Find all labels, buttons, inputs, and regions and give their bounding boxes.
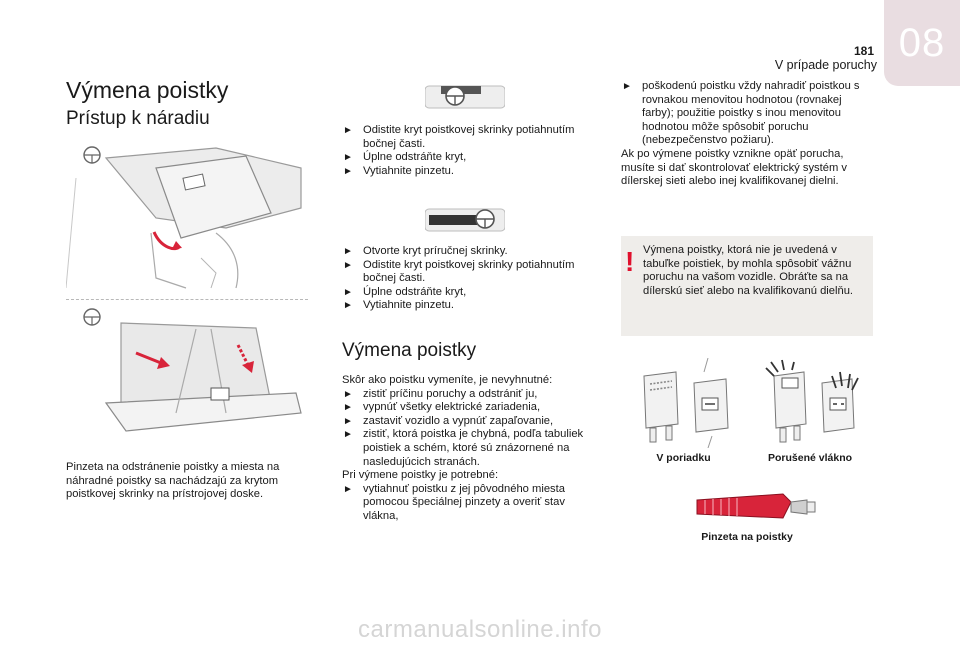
- list-item: ►vytiahnuť poistku z jej pôvodného miest…: [343, 482, 565, 522]
- watermark-text: carmanualsonline.info: [358, 616, 602, 643]
- tools-caption: Pinzeta na odstránenie poistky a miesta …: [66, 461, 280, 501]
- arrow-bullet-icon: ►: [343, 152, 353, 164]
- chapter-tab: 08: [884, 0, 960, 86]
- list-item: ►zistiť, ktorá poistka je chybná, podľa …: [343, 428, 584, 468]
- checks-list: ►zistiť príčinu poruchy a odstrániť ju, …: [342, 388, 597, 470]
- intro-text: Skôr ako poistku vymeníte, je nevyhnutné…: [342, 374, 553, 386]
- list-item: ►Otvorte kryt príručnej skrinky.: [343, 245, 508, 257]
- list-item: ►vypnúť všetky elektrické zariadenia,: [343, 401, 541, 414]
- label-fuse-ok: V poriadku: [656, 452, 711, 464]
- replace-list: ►poškodenú poistku vždy nahradiť poistko…: [621, 80, 873, 148]
- arrow-bullet-icon: ►: [343, 429, 353, 441]
- repeat-fault-paragraph: Ak po výmene poistky vznikne opäť poruch…: [621, 148, 847, 188]
- arrow-bullet-icon: ►: [343, 246, 353, 257]
- fusebox-cover-illustration: [66, 303, 308, 455]
- dashboard-illustration: [66, 138, 306, 298]
- fuse-procedure: Skôr ako poistku vymeníte, je nevyhnutné…: [342, 374, 597, 524]
- fuse-broken-icon: [765, 359, 859, 443]
- list-item: ►poškodenú poistku vždy nahradiť poistko…: [622, 80, 860, 147]
- warning-text: Výmena poistky, ktorá nie je uvedená v t…: [643, 244, 854, 297]
- steps-list-2: ►Otvorte kryt príručnej skrinky. ►Odisti…: [342, 245, 592, 313]
- chapter-title: V prípade poruchy: [774, 58, 877, 72]
- arrow-bullet-icon: ►: [343, 300, 353, 312]
- arrow-bullet-icon: ►: [622, 81, 632, 92]
- note-text: Pri výmene poistky je potrebné:: [342, 469, 499, 482]
- steps-list-1: ►Odistite kryt poistkovej skrinky potiah…: [342, 124, 592, 178]
- arrow-bullet-icon: ►: [343, 165, 353, 177]
- list-item: ►zastaviť vozidlo a vypnúť zapaľovanie,: [343, 414, 554, 427]
- arrow-bullet-icon: ►: [343, 125, 353, 136]
- list-item: ►Úplne odstráňte kryt,: [343, 151, 467, 164]
- arrow-bullet-icon: ►: [343, 286, 353, 298]
- list-item: ►zistiť príčinu poruchy a odstrániť ju,: [343, 387, 538, 400]
- label-tweezers: Pinzeta na poistky: [701, 531, 793, 543]
- chapter-number: 08: [898, 20, 946, 65]
- fuse-tweezers-icon: [696, 493, 816, 519]
- list-item: ►Vytiahnite pinzetu.: [343, 299, 455, 312]
- exclamation-icon: !: [625, 246, 635, 277]
- arrow-bullet-icon: ►: [343, 483, 353, 495]
- arrow-bullet-icon: ►: [343, 388, 353, 400]
- arrow-bullet-icon: ►: [343, 402, 353, 414]
- arrow-bullet-icon: ►: [343, 415, 353, 427]
- fuse-ok-icon: [643, 358, 729, 448]
- dashboard-location-icon: [425, 85, 505, 109]
- fuse-comparison-illustration: [643, 358, 859, 448]
- warning-box: ! Výmena poistky, ktorá nie je uvedená v…: [621, 236, 873, 336]
- main-title: Výmena poistky: [66, 77, 229, 103]
- list-item: ►Odistite kryt poistkovej skrinky potiah…: [343, 258, 575, 285]
- subtitle-tools: Prístup k náradiu: [66, 108, 210, 129]
- page-number: 181: [853, 44, 874, 58]
- glovebox-location-icon: [425, 208, 505, 232]
- list-item: ►Odistite kryt poistkovej skrinky potiah…: [343, 124, 575, 150]
- action-list: ►vytiahnuť poistku z jej pôvodného miest…: [342, 483, 597, 524]
- divider: [66, 299, 308, 300]
- arrow-bullet-icon: ►: [343, 259, 353, 271]
- list-item: ►Úplne odstráňte kryt,: [343, 285, 467, 298]
- label-fuse-broken: Porušené vlákno: [767, 452, 853, 464]
- list-item: ►Vytiahnite pinzetu.: [343, 164, 455, 177]
- section-title: Výmena poistky: [342, 340, 477, 361]
